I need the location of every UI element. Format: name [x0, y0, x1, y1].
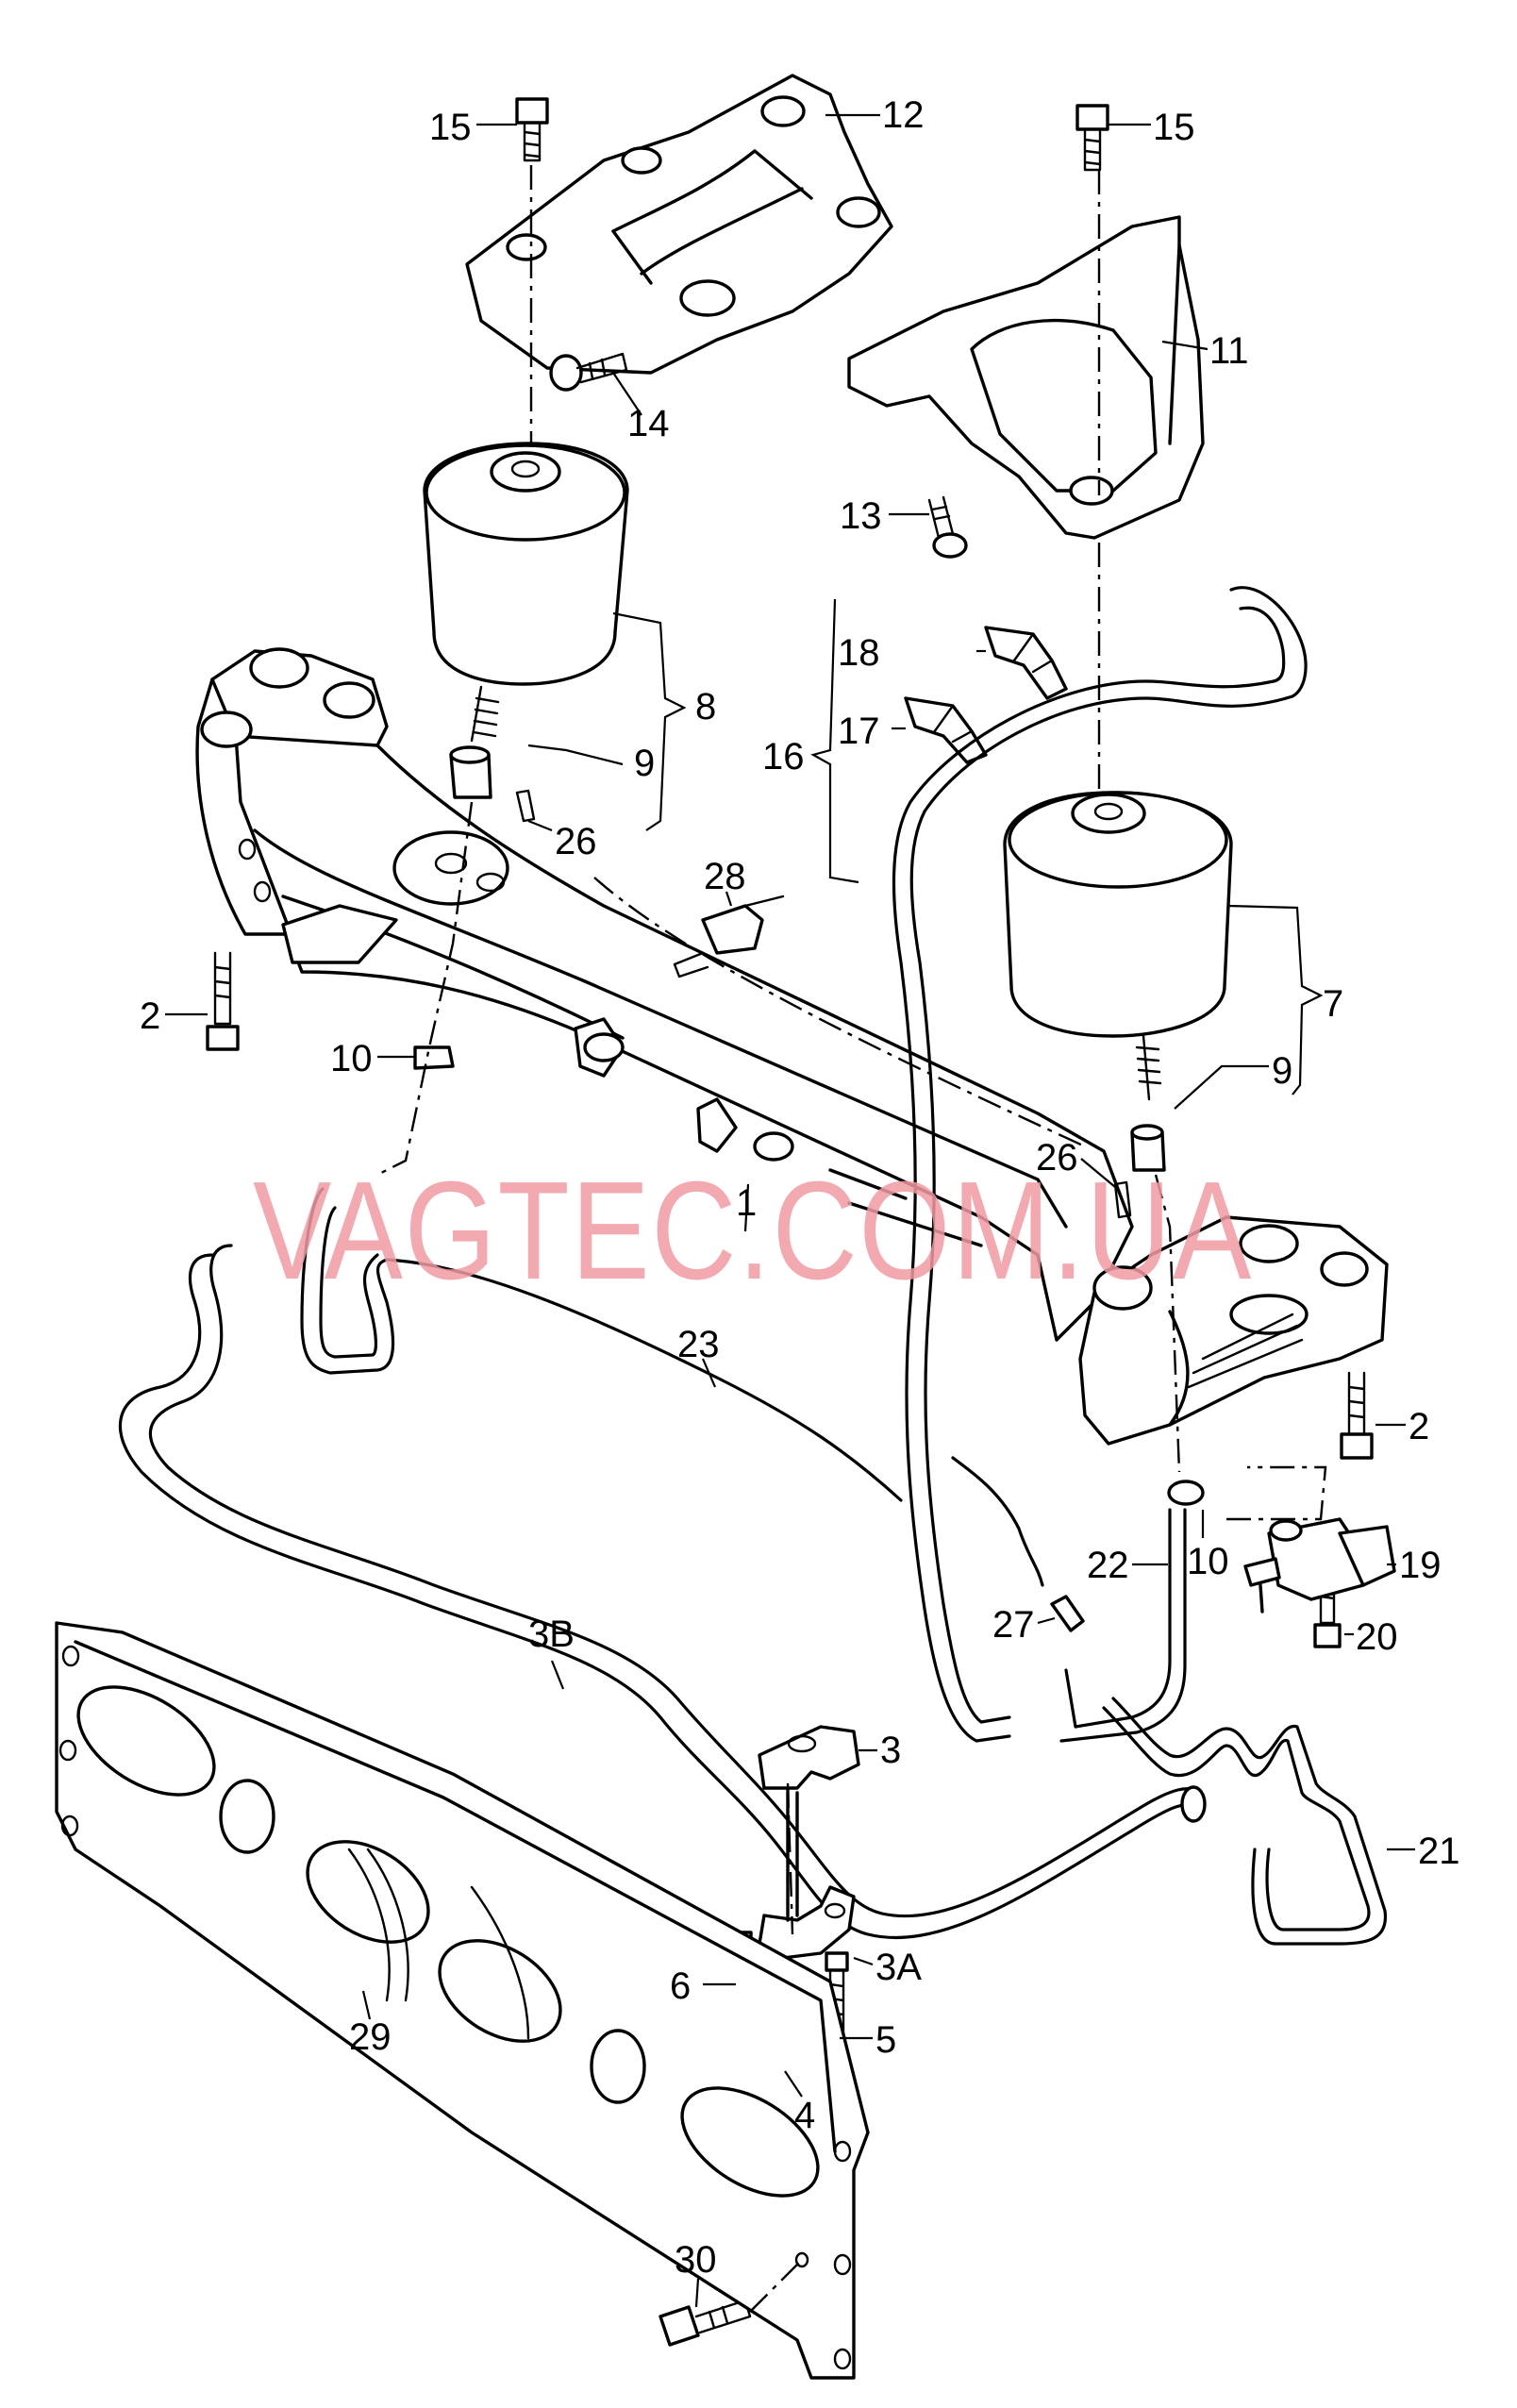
- callout-13: 13: [840, 495, 882, 537]
- bracket-12: [465, 74, 893, 375]
- callout-19: 19: [1399, 1545, 1442, 1586]
- callout-29: 29: [349, 2016, 392, 2058]
- callout-17: 17: [838, 711, 880, 752]
- callout-11: 11: [1209, 330, 1249, 372]
- callout-9: 9: [634, 743, 655, 784]
- valve-19: [1243, 1517, 1396, 1614]
- callout-1: 1: [736, 1182, 757, 1224]
- callout-22: 22: [1087, 1545, 1129, 1586]
- callout-9: 9: [1272, 1050, 1292, 1092]
- engine-mount-right: [1003, 791, 1233, 1172]
- callout-28: 28: [704, 856, 746, 897]
- callout-10: 10: [330, 1038, 373, 1079]
- watermark: VAGTEC.COM.UA: [253, 1153, 1253, 1309]
- callout-labels: 15 12 15 14 11 13 8 9 26 18 17 16 28 2 1…: [140, 94, 1460, 2281]
- shield-plate-29: [55, 1621, 870, 2380]
- callout-14: 14: [627, 403, 670, 444]
- callout-21: 21: [1418, 1831, 1460, 1872]
- assembly-lines: [376, 165, 1327, 2313]
- leader-lines: [165, 113, 1415, 2308]
- bracket-11: [847, 215, 1205, 540]
- callout-12: 12: [882, 94, 925, 136]
- callout-18: 18: [838, 632, 880, 674]
- callout-15: 15: [1153, 107, 1195, 148]
- callout-16: 16: [762, 736, 805, 778]
- callout-3B: 3B: [528, 1614, 575, 1655]
- callout-5: 5: [875, 2019, 896, 2061]
- anti-roll-bar: [118, 1244, 1207, 1940]
- callout-2: 2: [1409, 1406, 1429, 1447]
- callout-26: 26: [555, 821, 597, 862]
- callout-7: 7: [1323, 983, 1343, 1025]
- hoses: [300, 586, 1388, 1946]
- callout-3A: 3A: [875, 1947, 922, 1988]
- callout-20: 20: [1356, 1616, 1398, 1658]
- clips: [904, 626, 1068, 764]
- callout-10: 10: [1187, 1541, 1229, 1582]
- callout-8: 8: [695, 686, 716, 727]
- callout-6: 6: [670, 1965, 691, 2007]
- callout-4: 4: [794, 2095, 815, 2136]
- callout-15: 15: [429, 107, 472, 148]
- callout-23: 23: [677, 1324, 720, 1365]
- callout-3: 3: [880, 1730, 901, 1771]
- engine-mount-left: [423, 442, 629, 799]
- subframe: [195, 647, 1389, 1446]
- clamp-3: [758, 1725, 860, 1960]
- callout-27: 27: [992, 1604, 1035, 1646]
- callout-30: 30: [675, 2239, 717, 2281]
- callout-2: 2: [140, 995, 160, 1037]
- callout-26: 26: [1036, 1137, 1078, 1179]
